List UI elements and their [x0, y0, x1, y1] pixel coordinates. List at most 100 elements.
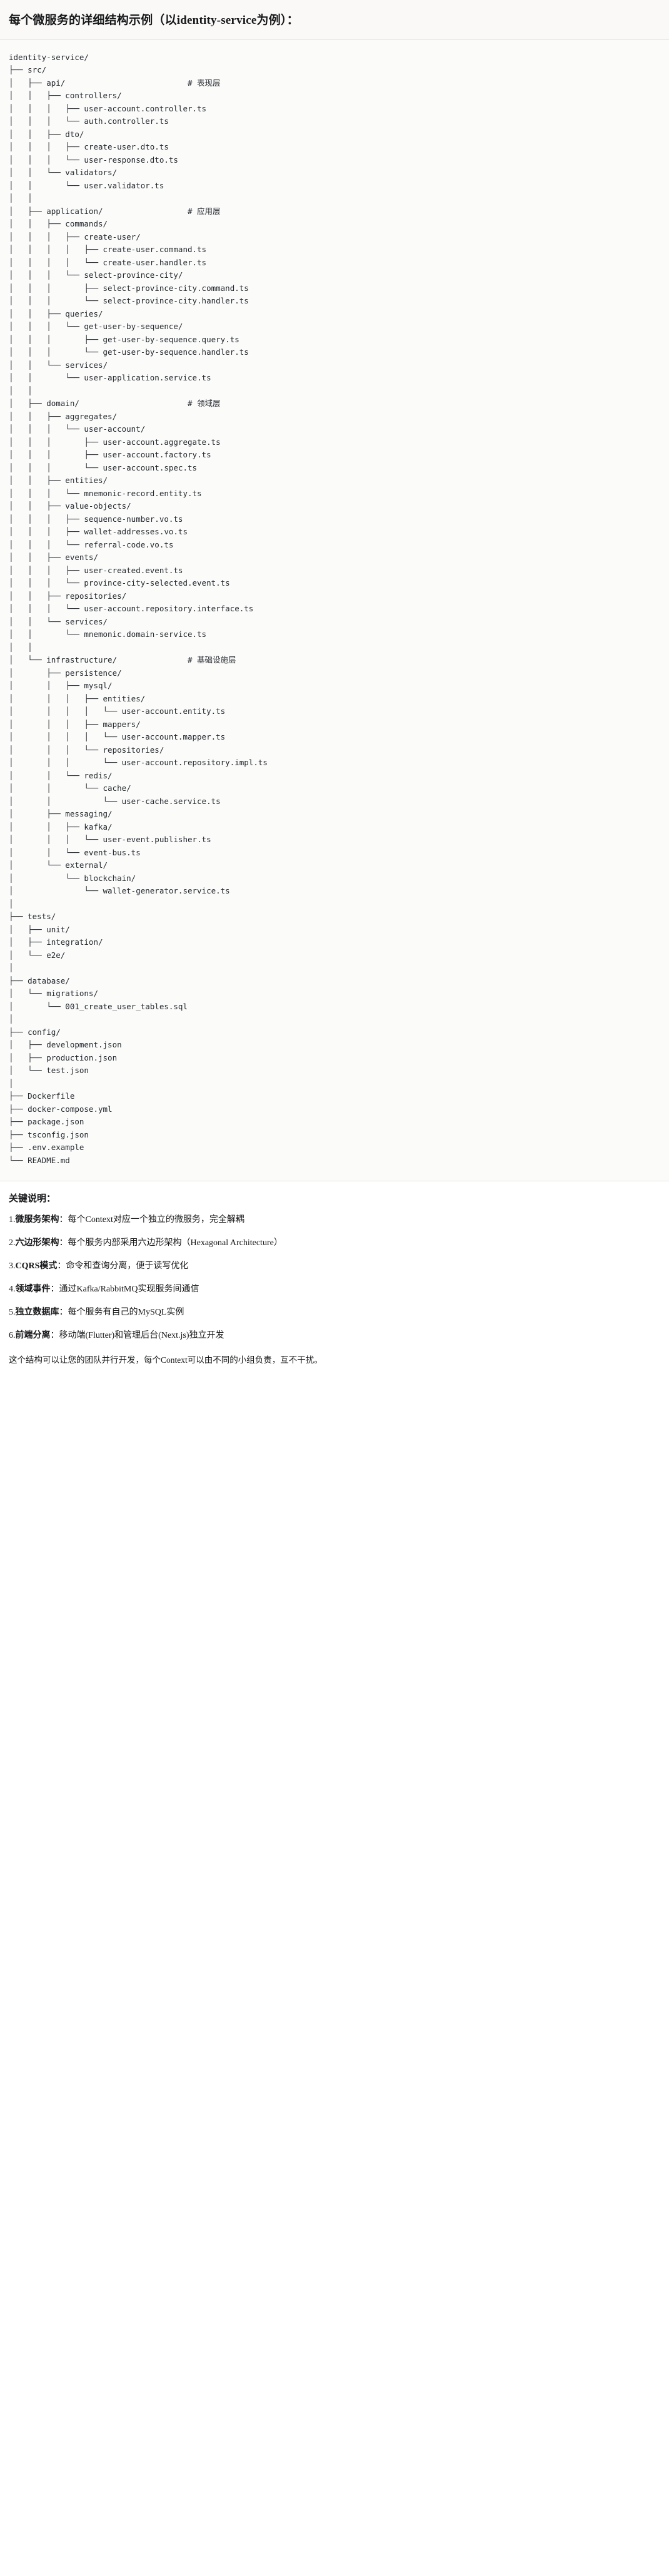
tree-line: │ │ │ └── user-event.publisher.ts: [9, 835, 211, 845]
tree-line: │ └── wallet-generator.service.ts: [9, 886, 230, 896]
tree-line: │ │ ├── aggregates/: [9, 411, 118, 421]
tree-line: │: [9, 899, 14, 909]
tree-line: ├── database/: [9, 975, 70, 985]
tree-line: │: [9, 1078, 14, 1088]
tree-line: │ │ │ ├── user-created.event.ts: [9, 565, 183, 575]
tree-line: │ │ │ └── user-account.repository.interf…: [9, 604, 254, 614]
tree-line: │ │ └── mnemonic.domain-service.ts: [9, 629, 207, 639]
tree-line: │ │: [9, 193, 33, 203]
key-note-term: CQRS模式: [15, 1261, 58, 1271]
tree-line: │ │ │ └── province-city-selected.event.t…: [9, 578, 230, 588]
tree-line: │ │ └── services/: [9, 360, 108, 370]
tree-line: │ │ ├── dto/: [9, 129, 84, 139]
tree-line: │ │ ├── mysql/: [9, 681, 113, 691]
key-note-item: 1.微服务架构：每个Context对应一个独立的微服务，完全解耦: [9, 1213, 660, 1226]
key-note-item: 3.CQRS模式：命令和查询分离，便于读写优化: [9, 1260, 660, 1273]
key-note-term: 领域事件: [15, 1285, 51, 1295]
tree-line: │ │ └── user.validator.ts: [9, 180, 164, 190]
key-note-number: 1.: [9, 1215, 16, 1225]
tree-line: │ │ └── redis/: [9, 770, 113, 780]
tree-line: │ │ │ ├── entities/: [9, 693, 146, 703]
tree-line: │ └── infrastructure/ # 基础设施层: [9, 655, 236, 665]
page-header: 每个微服务的详细结构示例（以identity-service为例）：: [0, 0, 669, 40]
tree-line: │: [9, 963, 14, 973]
tree-line: ├── tests/: [9, 912, 56, 922]
tree-line: │ │ ├── entities/: [9, 476, 108, 486]
tree-line: │ └── blockchain/: [9, 873, 136, 883]
directory-tree-block: identity-service/├── src/│ ├── api/ # 表现…: [0, 39, 669, 1182]
tree-line: │ ├── application/ # 应用层: [9, 206, 221, 216]
tree-line: │ │ ├── kafka/: [9, 822, 113, 832]
tree-line: │ │ │ │ ├── create-user.command.ts: [9, 245, 207, 255]
tree-line: │ │ │ └── get-user-by-sequence/: [9, 322, 183, 332]
tree-line: │ │ │ │ └── user-account.mapper.ts: [9, 732, 226, 742]
tree-line: │ │ │ └── auth.controller.ts: [9, 116, 169, 126]
tree-line: │ │ ├── queries/: [9, 308, 103, 318]
key-note-item: 2.六边形架构：每个服务内部采用六边形架构（Hexagonal Architec…: [9, 1236, 660, 1250]
tree-line: │ ├── production.json: [9, 1052, 118, 1062]
tree-line: │ └── migrations/: [9, 989, 98, 999]
directory-tree: identity-service/├── src/│ ├── api/ # 表现…: [9, 51, 660, 1168]
tree-line: │ │ │ ├── user-account.factory.ts: [9, 450, 211, 460]
tree-line: │: [9, 1014, 14, 1024]
tree-line: │ │ │ ├── sequence-number.vo.ts: [9, 514, 183, 524]
tree-line: ├── .env.example: [9, 1143, 84, 1153]
key-note-description: ：每个服务内部采用六边形架构（Hexagonal Architecture）: [59, 1238, 283, 1248]
key-note-item: 4.领域事件：通过Kafka/RabbitMQ实现服务间通信: [9, 1283, 660, 1296]
tree-line: ├── docker-compose.yml: [9, 1104, 113, 1114]
tree-line: │ │ └── event-bus.ts: [9, 847, 141, 857]
tree-line: │ ├── persistence/: [9, 668, 122, 678]
tree-line: │ │ │ │ └── create-user.handler.ts: [9, 257, 207, 267]
tree-line: │ ├── domain/ # 领域层: [9, 399, 221, 409]
tree-line: │ │ │ └── repositories/: [9, 745, 164, 755]
tree-line: ├── tsconfig.json: [9, 1129, 89, 1139]
tree-line: │ │ │ └── select-province-city.handler.t…: [9, 296, 249, 306]
tree-line: └── README.md: [9, 1155, 70, 1165]
key-note-number: 2.: [9, 1238, 16, 1248]
tree-line: │ ├── unit/: [9, 924, 70, 934]
key-note-item: 5.独立数据库：每个服务有自己的MySQL实例: [9, 1306, 660, 1319]
tree-line: │ │ │ ├── user-account.controller.ts: [9, 103, 207, 113]
key-note-number: 6.: [9, 1331, 16, 1341]
key-note-number: 3.: [9, 1261, 16, 1271]
key-note-term: 六边形架构: [15, 1238, 59, 1248]
tree-line: │ └── test.json: [9, 1066, 89, 1076]
tree-line: │ │ └── user-cache.service.ts: [9, 796, 221, 806]
tree-line: │ │: [9, 385, 33, 395]
key-note-number: 4.: [9, 1285, 16, 1295]
tree-line: ├── config/: [9, 1027, 61, 1037]
tree-line: │ │ ├── repositories/: [9, 591, 127, 601]
tree-line: │ └── external/: [9, 860, 108, 870]
tree-line: │ │ │ └── mnemonic-record.entity.ts: [9, 488, 202, 498]
tree-line: │ │ │ └── select-province-city/: [9, 270, 183, 280]
tree-line: ├── package.json: [9, 1117, 84, 1127]
tree-line: │ │ │ ├── create-user.dto.ts: [9, 142, 169, 152]
tree-line: │ ├── integration/: [9, 937, 103, 947]
tree-line: │ │ │ └── get-user-by-sequence.handler.t…: [9, 347, 249, 357]
tree-line: │ │ │ │ └── user-account.entity.ts: [9, 706, 226, 716]
tree-line: │ │ │ └── user-account.spec.ts: [9, 462, 198, 472]
key-note-term: 前端分离: [15, 1331, 51, 1341]
tree-line: │ │ ├── events/: [9, 552, 98, 563]
tree-line: │ ├── messaging/: [9, 809, 113, 819]
tree-line: │ │ │ └── user-account/: [9, 424, 146, 434]
key-note-number: 5.: [9, 1308, 16, 1318]
tree-line: │ ├── development.json: [9, 1040, 122, 1050]
tree-line: │ │ │ ├── select-province-city.command.t…: [9, 283, 249, 293]
tree-line: ├── Dockerfile: [9, 1091, 75, 1101]
tree-line: │ ├── api/ # 表现层: [9, 78, 221, 88]
key-note-term: 独立数据库: [15, 1308, 59, 1318]
key-note-term: 微服务架构: [15, 1215, 59, 1225]
tree-line: │ │ ├── commands/: [9, 219, 108, 229]
tree-line: │ └── e2e/: [9, 950, 66, 960]
key-note-item: 6.前端分离：移动端(Flutter)和管理后台(Next.js)独立开发: [9, 1329, 660, 1342]
closing-paragraph: 这个结构可以让您的团队并行开发，每个Context可以由不同的小组负责，互不干扰…: [9, 1355, 323, 1365]
key-note-description: ：命令和查询分离，便于读写优化: [57, 1261, 189, 1271]
tree-line: │ │ │ └── referral-code.vo.ts: [9, 539, 174, 549]
tree-line: │ │ │ ├── create-user/: [9, 232, 141, 242]
tree-line: │ │ │ ├── get-user-by-sequence.query.ts: [9, 334, 239, 344]
tree-line: │ │ │ └── user-account.repository.impl.t…: [9, 758, 268, 768]
tree-line: ├── src/: [9, 65, 47, 75]
tree-line: │ │ │ ├── mappers/: [9, 719, 141, 729]
